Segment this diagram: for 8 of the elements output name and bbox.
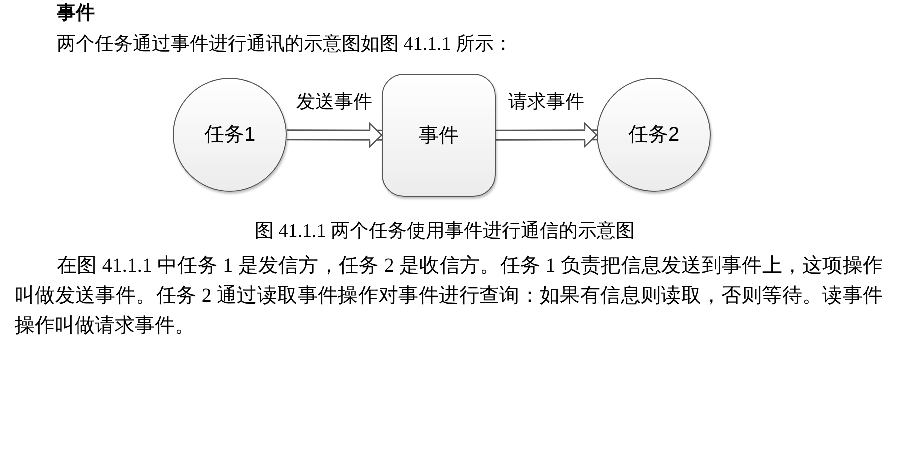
rounded-box	[382, 74, 496, 197]
node-label: 任务2	[628, 123, 680, 147]
section-heading: 事件	[57, 2, 95, 26]
body-paragraph: 在图 41.1.1 中任务 1 是发信方，任务 2 是收信方。任务 1 负责把信息发送到事件上，这项操作叫做发送事件。任务 2 通过读取事件操作对事件进行查询：如果有信息则读取，否则等待。读事件操作叫做请求事件。	[15, 254, 883, 339]
intro-sentence: 两个任务通过事件进行通讯的示意图如图 41.1.1 所示：	[57, 33, 513, 57]
figure-caption: 图 41.1.1 两个任务使用事件进行通信的示意图	[255, 220, 635, 244]
node-label: 任务1	[204, 123, 256, 147]
node-label: 事件	[419, 124, 459, 148]
